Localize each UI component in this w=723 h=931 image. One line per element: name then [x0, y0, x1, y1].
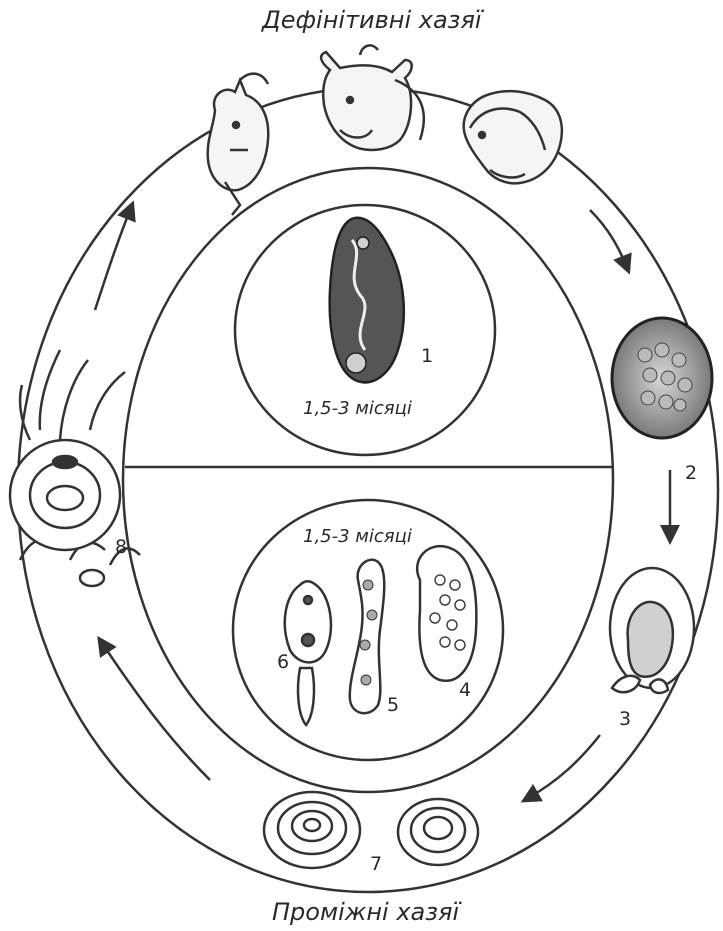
cow-icon	[321, 45, 424, 150]
goat-icon	[208, 74, 269, 215]
cycle-arrow-snail-to-adolescaria	[100, 640, 210, 780]
stage-number-8: 8	[115, 536, 127, 558]
adult-fluke-icon	[330, 218, 404, 383]
redia-icon	[350, 560, 385, 713]
cycle-arrow-miracidium-to-snail	[525, 735, 600, 800]
definitive-hosts-title: Дефінітивні хазяї	[262, 6, 482, 34]
cercaria-icon	[285, 581, 331, 725]
sporocyst-icon	[417, 546, 476, 681]
cycle-arrow-sheep-to-egg	[590, 210, 628, 270]
intermediate-hosts-title: Проміжні хазяї	[272, 898, 459, 926]
miracidium-icon	[610, 568, 694, 693]
stage-number-2: 2	[685, 462, 697, 484]
cycle-arrow-grass-to-goat	[95, 205, 132, 310]
definitive-host-duration: 1,5-3 місяці	[303, 398, 412, 419]
egg-icon	[612, 318, 712, 438]
stage-number-6: 6	[277, 651, 289, 673]
stage-number-3: 3	[619, 708, 631, 730]
stage-number-1: 1	[421, 345, 433, 367]
stage-number-5: 5	[387, 694, 399, 716]
sheep-icon	[464, 91, 562, 183]
intermediate-host-duration: 1,5-3 місяці	[303, 526, 412, 547]
stage-number-7: 7	[370, 853, 382, 875]
stage-number-4: 4	[459, 679, 471, 701]
